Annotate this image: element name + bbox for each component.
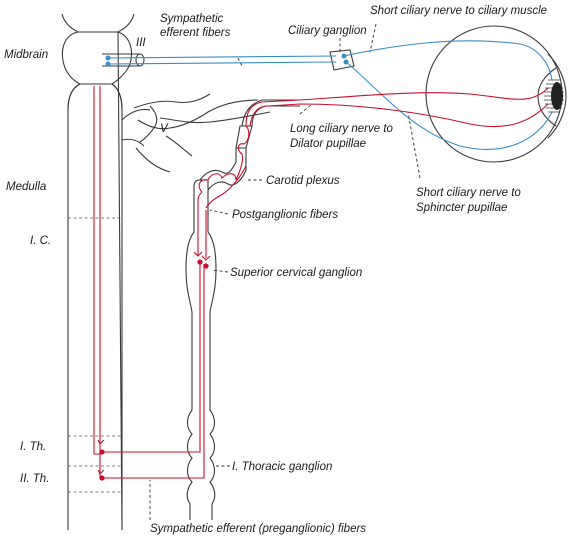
label-sympathetic-efferent-1: Sympathetic	[160, 13, 224, 25]
sympathetic-fibers	[93, 86, 549, 479]
label-thoracic-ganglion: I. Thoracic ganglion	[232, 461, 332, 473]
label-sympathetic-efferent-2: efferent fibers	[160, 27, 231, 39]
label-short-ciliary-sphincter-2: Sphincter pupillae	[416, 202, 507, 214]
leader-lines	[149, 23, 421, 520]
label-ic: I. C.	[30, 235, 51, 247]
spinal-level-lines	[68, 217, 122, 493]
label-long-ciliary-2: Dilator pupillae	[290, 138, 366, 150]
label-superior-cervical: Superior cervical ganglion	[230, 267, 362, 279]
label-short-ciliary-sphincter-1: Short ciliary nerve to	[416, 187, 521, 199]
midbrain-shape	[61, 31, 133, 531]
label-iith: II. Th.	[20, 473, 49, 485]
brainstem-spinal-cord	[61, 13, 151, 531]
label-preganglionic: Sympathetic efferent (preganglionic) fib…	[150, 523, 366, 535]
label-cranial-nerve-v: V	[160, 123, 169, 135]
parasympathetic-neurons	[105, 53, 349, 67]
parasympathetic-fibers	[107, 40, 553, 150]
eyeball-globe	[425, 25, 563, 163]
sympathetic-synapses	[97, 251, 211, 475]
label-medulla: Medulla	[6, 181, 46, 193]
ciliary-ganglion	[329, 49, 355, 71]
sympathetic-chain-outline	[185, 99, 300, 520]
label-ciliary-ganglion: Ciliary ganglion	[288, 25, 367, 37]
label-postganglionic: Postganglionic fibers	[232, 209, 338, 221]
label-ith: I. Th.	[20, 441, 46, 453]
label-cranial-nerve-iii: III	[136, 37, 146, 49]
label-long-ciliary-1: Long ciliary nerve to	[290, 123, 394, 135]
label-carotid-plexus: Carotid plexus	[266, 175, 340, 187]
eyeball	[425, 25, 567, 163]
sympathetic-neurons	[99, 259, 209, 481]
labels: Midbrain III Sympathetic efferent fibers…	[4, 5, 547, 535]
label-midbrain: Midbrain	[4, 49, 48, 61]
label-short-ciliary-muscle: Short ciliary nerve to ciliary muscle	[370, 5, 547, 17]
pupil	[551, 82, 563, 110]
